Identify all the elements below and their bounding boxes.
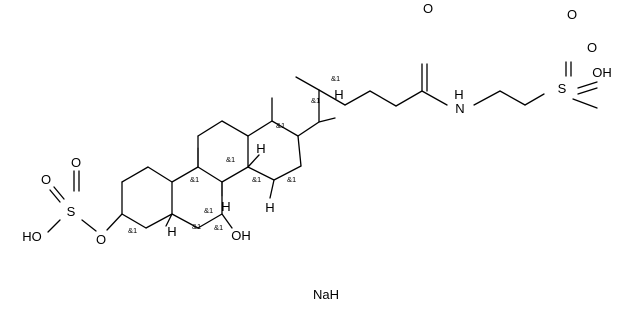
- sulfate-oxygen-2-label: O: [71, 155, 81, 170]
- c9-hydrogen-label: H: [221, 199, 230, 214]
- c17-hydrogen-label: H: [334, 87, 343, 102]
- atom-labels: O H N S O O OH H H H H H OH O S O O HO: [22, 1, 612, 247]
- stereo-label: &1: [204, 206, 213, 215]
- amide-hydrogen-label: H: [454, 87, 463, 102]
- stereo-descriptors: &1 &1 &1 &1 &1 &1 &1 &1 &1 &1 &1: [128, 74, 340, 235]
- c14-hydrogen-label: H: [265, 200, 274, 215]
- sulfate-oxygen-1-label: O: [41, 172, 51, 187]
- ring-a: [121, 166, 173, 229]
- c5-hydrogen-label: H: [167, 224, 176, 239]
- stereo-hydrogen-bonds: [165, 117, 336, 227]
- stereo-label: &1: [192, 222, 201, 231]
- ring-d: [247, 120, 302, 181]
- side-chain: [295, 63, 545, 137]
- c7-hydroxyl-label: OH: [231, 228, 251, 243]
- ester-oxygen-label: O: [96, 232, 106, 247]
- stereo-label: &1: [331, 74, 340, 83]
- stereo-label: &1: [128, 226, 137, 235]
- counterion-label: NaH: [313, 287, 339, 302]
- carbonyl-oxygen-label: O: [423, 1, 433, 16]
- stereo-label: &1: [287, 175, 296, 184]
- stereo-label: &1: [311, 96, 320, 105]
- ring-c: [197, 120, 249, 183]
- stereo-label: &1: [276, 121, 285, 130]
- sulfonyl-oxygen-top-label: O: [567, 7, 577, 22]
- stereo-label: &1: [226, 155, 235, 164]
- amide-nitrogen-label: N: [455, 101, 464, 116]
- sulfonyl-oxygen-mid-label: O: [587, 40, 597, 55]
- bond-c7-oh: [221, 213, 233, 229]
- sulfonate-right: [565, 61, 598, 109]
- sulfur-right-label: S: [558, 81, 567, 96]
- stereo-label: &1: [190, 175, 199, 184]
- stereo-label: &1: [214, 223, 223, 232]
- c8-hydrogen-label: H: [256, 141, 265, 156]
- stereo-label: &1: [252, 175, 261, 184]
- sulfate-left: [47, 170, 123, 233]
- sulfonic-hydroxyl-label: OH: [592, 65, 612, 80]
- sulfate-hydroxyl-label: HO: [22, 229, 42, 244]
- sulfur-left-label: S: [67, 204, 76, 219]
